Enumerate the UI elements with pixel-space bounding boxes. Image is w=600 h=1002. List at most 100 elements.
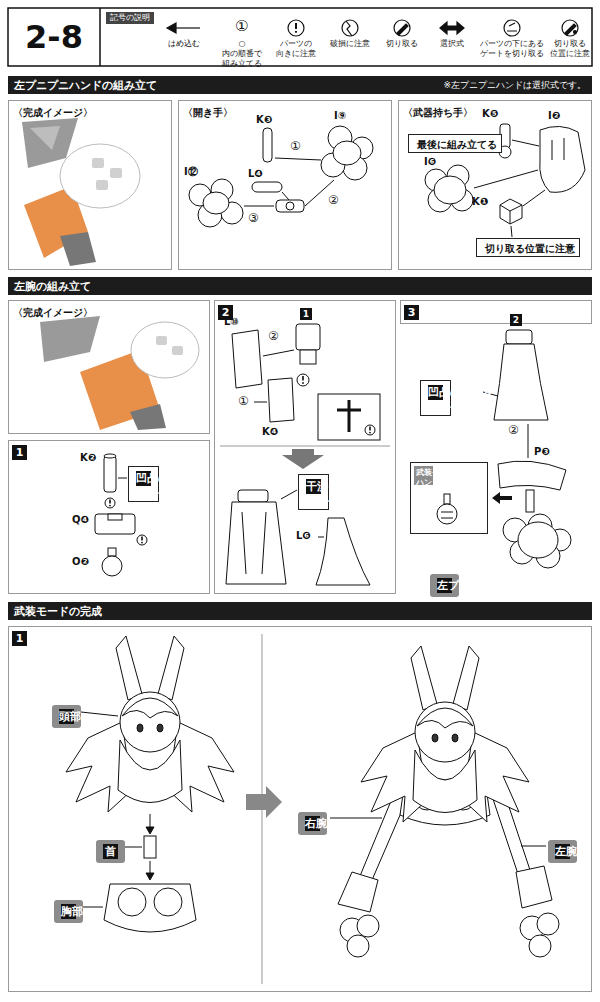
legend-symbol xyxy=(167,20,578,36)
figure-drawing xyxy=(81,712,118,716)
grip-hand-parts xyxy=(523,190,545,206)
arm-step1-parts xyxy=(104,454,116,458)
arm-step1-parts xyxy=(102,556,122,576)
step-panel: 3凹凸の向きを 合わせる武装モード用 ハンドパーツ左プニプニハンド xyxy=(400,300,592,324)
finished-arm-image xyxy=(130,404,166,430)
callout-text: 凹凸の向きを 合わせる xyxy=(136,471,151,486)
finished-hand-image xyxy=(92,158,104,168)
figure-drawing xyxy=(361,646,529,822)
arm-step2-parts xyxy=(232,330,262,388)
arm-step1-parts xyxy=(109,505,111,507)
figure-drawing xyxy=(330,818,382,819)
part-number: O❷ xyxy=(72,556,89,568)
callout-box: 凹凸の向きを 合わせる xyxy=(420,380,451,416)
section-title: 左プニプニハンドの組み立て xyxy=(14,78,157,93)
arm-step3-parts xyxy=(437,330,571,568)
arm-step1-parts xyxy=(118,478,127,479)
figure-drawing xyxy=(116,636,142,700)
arm-step3-parts xyxy=(494,344,548,420)
figure-drawing xyxy=(118,888,146,916)
part-tag-text: 左腕 xyxy=(555,844,570,859)
arm-step3-parts xyxy=(528,424,529,458)
open-hand-parts xyxy=(252,182,282,192)
arm-step3-parts xyxy=(437,504,457,524)
order-number: ② xyxy=(508,424,519,437)
order-number: ① xyxy=(238,395,249,408)
finished-hand-image xyxy=(30,126,60,150)
legend-heading-text: 記号の説明 xyxy=(110,13,150,23)
legend-text: はめ込む xyxy=(168,39,200,49)
legend-symbol xyxy=(295,31,297,33)
figure-drawing xyxy=(521,846,546,847)
grip-hand-parts xyxy=(540,126,585,192)
callout-box: 凹凸の向きを 合わせる xyxy=(128,466,159,502)
open-hand-parts xyxy=(275,158,321,160)
finished-arm-image xyxy=(40,316,100,362)
part-tag-text: 頭部 xyxy=(59,709,74,724)
figure-panel: 〈完成イメージ〉 xyxy=(8,300,210,434)
figure-panel: 〈開き手〉 xyxy=(178,100,392,270)
order-number: ③ xyxy=(248,212,259,225)
arm-step2-parts xyxy=(365,425,375,435)
arm-step2-parts xyxy=(296,324,320,350)
step-panel: 1 頭部首胸部 右腕左腕 xyxy=(8,626,592,992)
finished-arm-image xyxy=(156,336,167,345)
figure-panel: 〈完成イメージ〉 xyxy=(8,100,172,270)
part-tag-text: 胸部 xyxy=(61,904,76,919)
figure-drawing xyxy=(120,692,180,752)
arm-step2-parts xyxy=(302,376,304,381)
part-number: K❹ xyxy=(262,426,278,438)
header-frame xyxy=(8,8,592,66)
figure-panel: 〈武器持ち手〉最後に組み立てる切り取る位置に注意 xyxy=(398,100,592,270)
part-tag: 首 xyxy=(96,840,125,863)
arm-step3-parts xyxy=(518,522,558,558)
arm-step3-parts xyxy=(444,494,450,504)
legend-symbol xyxy=(440,22,464,34)
part-number: L⑩ xyxy=(224,316,239,328)
arm-step2-parts xyxy=(242,512,266,574)
figure-drawing xyxy=(537,913,559,935)
callout-text: 最後に組み立てる xyxy=(417,139,497,150)
arm-step2-parts xyxy=(369,427,371,431)
figure-drawing xyxy=(146,827,154,834)
symbol-number: ① xyxy=(235,18,248,35)
grip-hand-parts xyxy=(512,140,539,146)
open-hand-parts xyxy=(244,206,274,207)
page-number: 2-8 xyxy=(8,8,100,66)
arm-step3-parts xyxy=(441,512,453,518)
legend-text: 切り取る 位置に注意 xyxy=(550,39,590,59)
arm-step2-parts xyxy=(337,400,361,432)
part-number: I❻ xyxy=(424,156,436,168)
step-number: 1 xyxy=(12,631,27,646)
order-number: ② xyxy=(268,330,279,343)
part-tag: 右腕 xyxy=(298,812,327,835)
part-tag: 頭部 xyxy=(52,705,81,728)
arm-step2-parts xyxy=(220,446,390,447)
grip-hand-parts xyxy=(500,199,522,224)
finished-hand-image xyxy=(22,118,140,266)
legend-text: ○内の順番で 組み立てる xyxy=(222,39,262,69)
legend-symbol xyxy=(394,20,410,36)
arm-step2-parts xyxy=(300,350,316,364)
figure-drawing xyxy=(338,872,378,912)
figure-drawing xyxy=(144,836,156,858)
figure-drawing xyxy=(104,884,196,932)
arm-step2-parts xyxy=(297,374,309,386)
arm-step3-parts xyxy=(498,461,566,490)
legend-symbol xyxy=(342,20,358,36)
part-tag: 左腕 xyxy=(548,840,577,863)
arm-step2-parts xyxy=(318,537,324,538)
figure-drawing xyxy=(529,935,551,957)
order-number: ② xyxy=(328,194,339,207)
grip-hand-parts xyxy=(511,226,512,237)
figure-drawing xyxy=(347,935,369,957)
arm-step2-parts xyxy=(281,490,297,499)
figure-drawing xyxy=(137,724,143,732)
legend-text: パーツの 向きに注意 xyxy=(276,39,316,59)
legend-symbol xyxy=(174,27,200,28)
finished-hand-image xyxy=(96,180,108,190)
step-reference: 2 xyxy=(510,314,522,326)
callout-box: 干渉を避けて 取り付ける xyxy=(298,474,329,510)
arm-step1-parts xyxy=(141,542,143,544)
legend-text: 破損に注意 xyxy=(330,39,370,49)
